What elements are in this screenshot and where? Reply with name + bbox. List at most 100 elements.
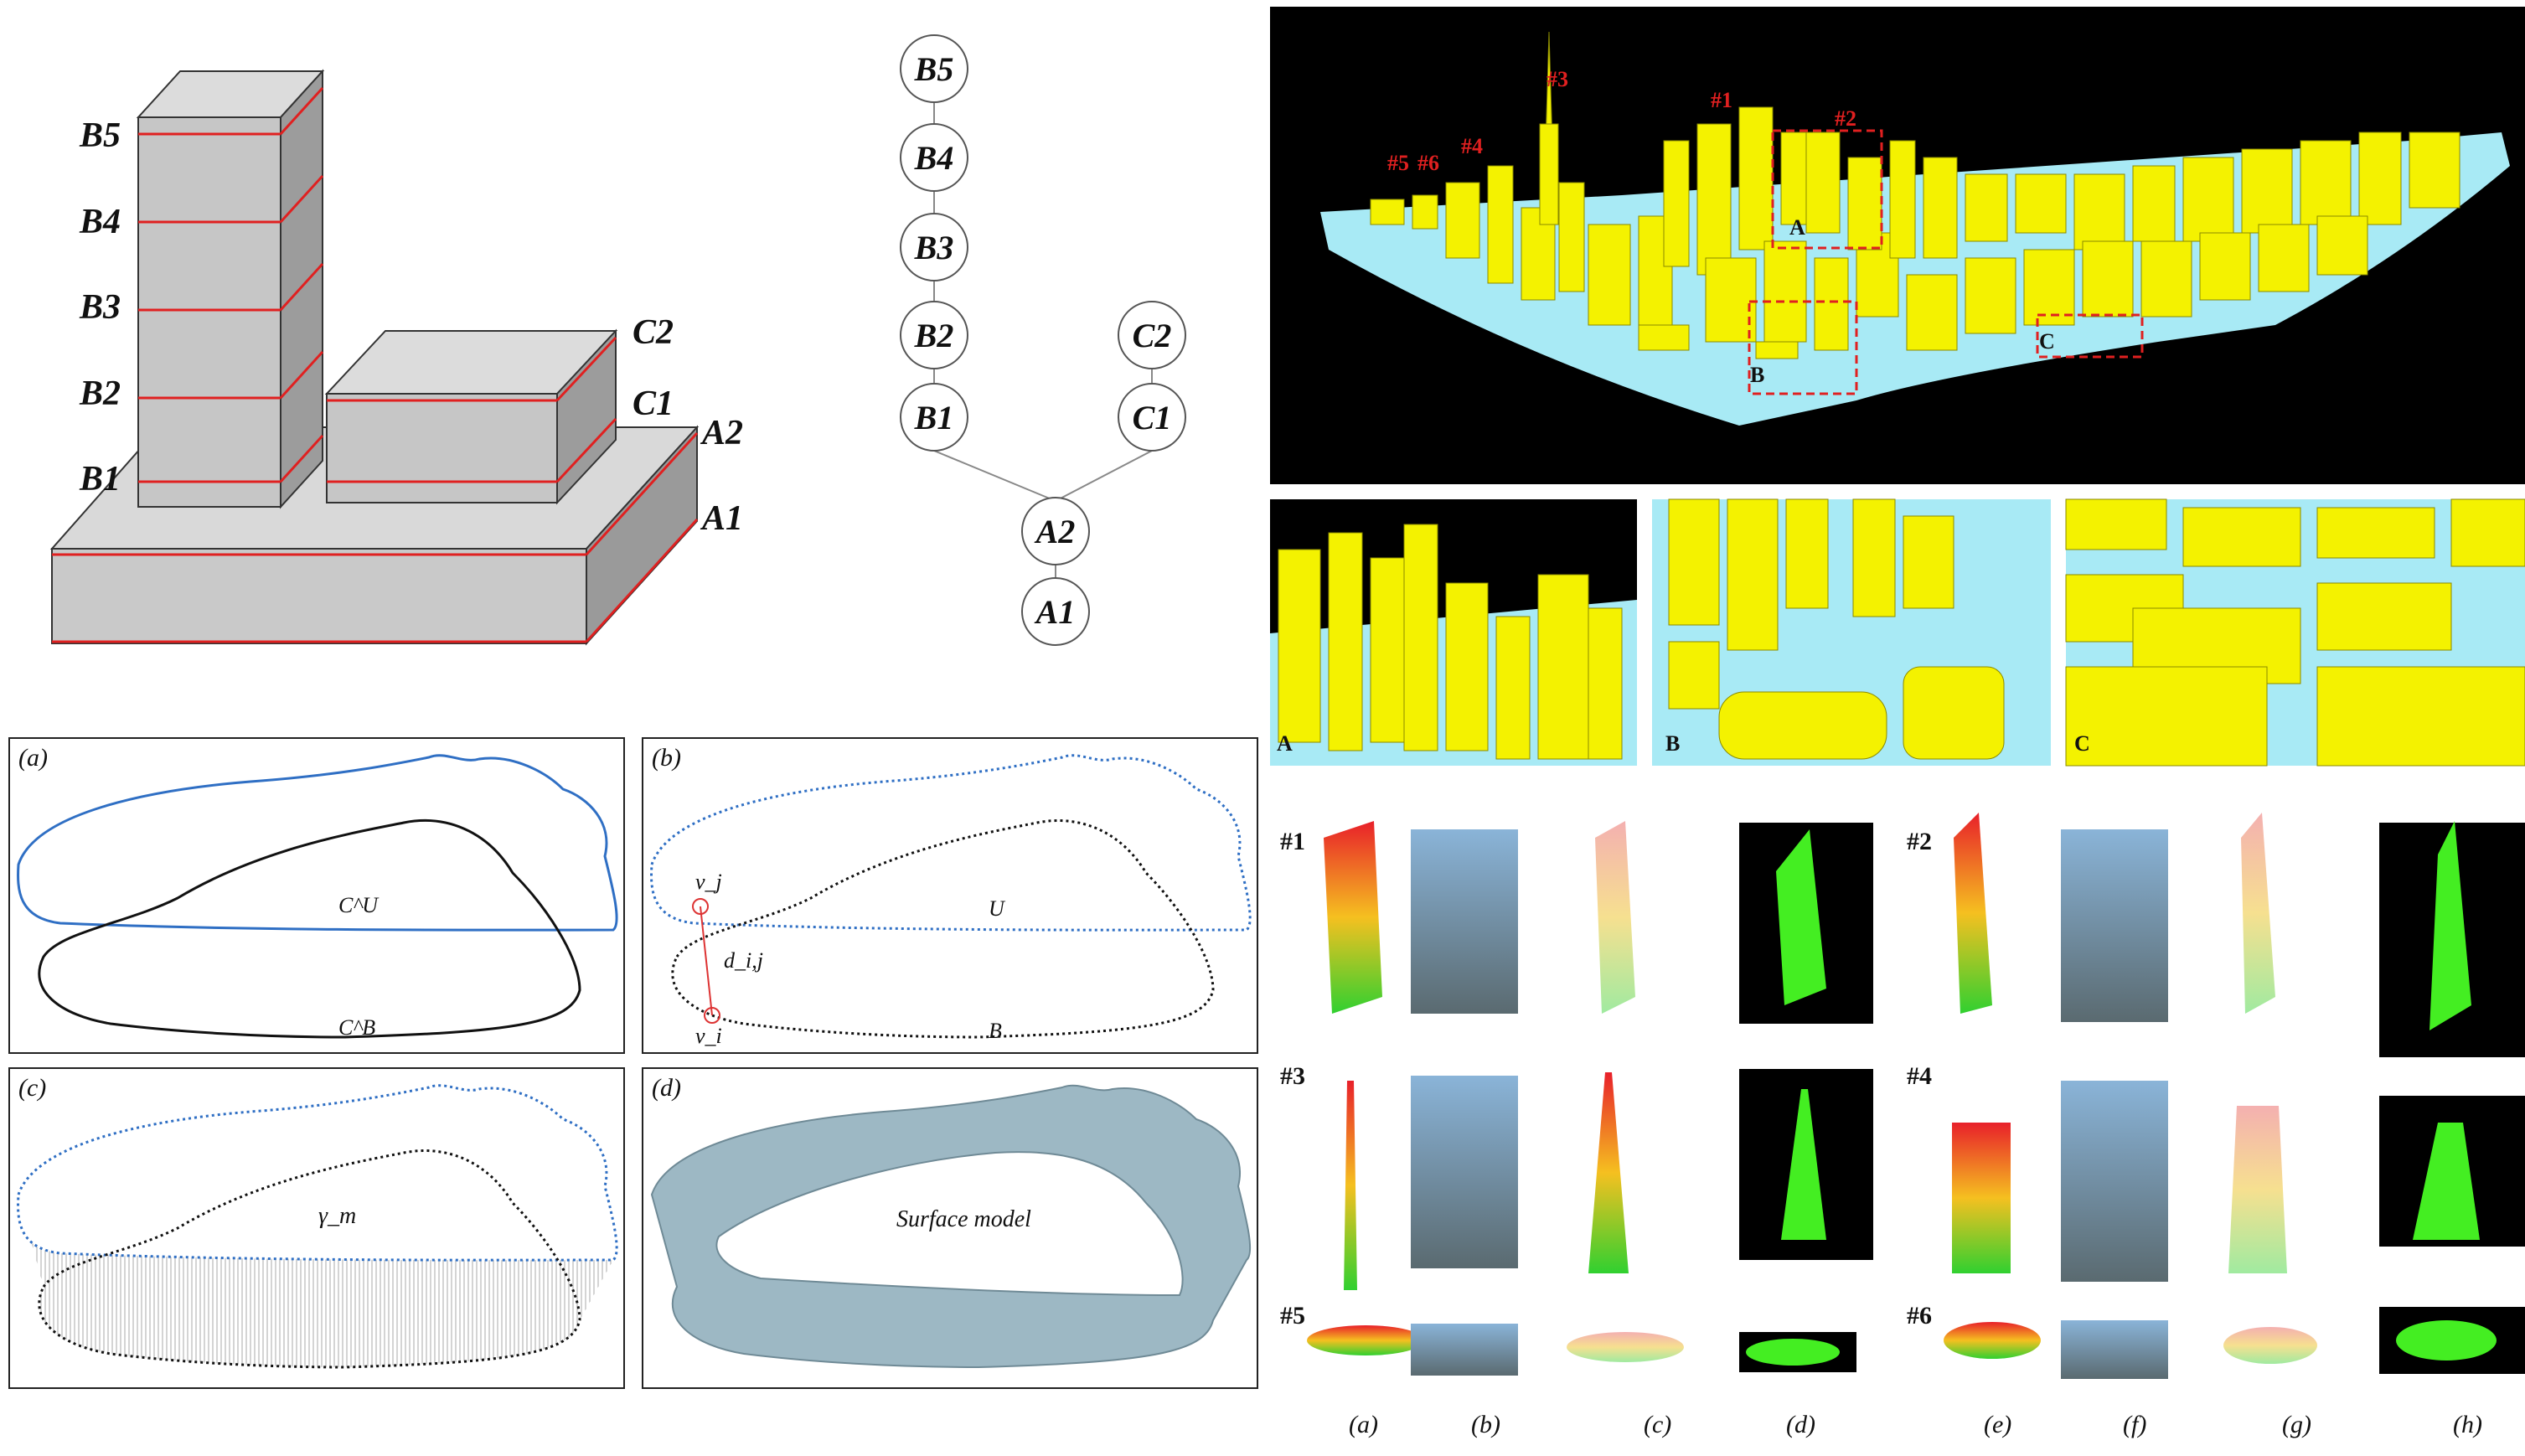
tree-label-b5: B5 [914,50,954,88]
photo-1 [1411,829,1518,1014]
results-gallery-svg [1307,813,2525,1379]
region-box-c [2036,313,2144,359]
contour-upper [17,754,618,932]
col-label-b: (b) [1471,1411,1500,1438]
photo-5 [1411,1324,1518,1376]
zoom-inset-c: C [2065,498,2525,767]
floor-line-a1-side [585,518,699,643]
tower-b-front [137,116,281,508]
label-b: B [989,1019,1002,1043]
col-label-f: (f) [2123,1411,2147,1438]
tree-label-b3: B3 [914,229,954,266]
gallery-tag-6: #6 [1907,1302,1932,1330]
colored-mesh-5 [1567,1332,1684,1362]
topology-tree: B5 B4 B3 B2 B1 C2 C1 A2 A1 [900,34,1186,646]
panel-c: (c) γ_m [8,1067,625,1389]
col-label-h: (h) [2453,1411,2482,1438]
pointcloud-2 [1954,813,1992,1014]
gallery-tag-4: #4 [1907,1062,1932,1090]
panel-d-tag: (d) [652,1074,681,1102]
surface-hole [715,1151,1184,1297]
block-c-side [556,328,617,505]
pointcloud-4 [1952,1123,2011,1273]
city-scene: #3 #1 #2 #4 #5 #6 A B C [1270,7,2525,484]
panel-c-svg [17,1084,618,1369]
tree-node-c1 [1118,383,1186,452]
tree-label-b2: B2 [914,317,954,354]
marker-6: #6 [1417,151,1439,175]
floor-line-c2-side [555,336,617,402]
contour-lower-dotted [671,819,1215,1039]
zoom-inset-b-svg: B [1652,498,2051,766]
contour-upper-dotted [650,754,1252,932]
green-model-2 [2429,821,2471,1030]
region-box-a [1771,129,1883,250]
tower-b-floor-lines [138,86,324,483]
label-dij: d_i,j [724,948,763,973]
contour-lower [38,819,581,1039]
tree-label-b1: B1 [914,399,954,436]
tree-node-b3 [900,213,968,281]
pointcloud-5 [1307,1325,1424,1355]
green-model-1 [1776,829,1826,1005]
label-c2: C2 [633,313,674,352]
label-surface-model: Surface model [896,1206,1031,1232]
label-gamma: γ_m [318,1203,357,1229]
colored-mesh-2 [2241,813,2275,1014]
label-b4: B4 [79,203,121,241]
label-b1: B1 [79,460,121,498]
tree-label-a1: A1 [1034,593,1076,631]
tree-node-b2 [900,301,968,369]
colored-mesh-3 [1588,1072,1629,1273]
gallery-tag-3: #3 [1280,1062,1305,1090]
colored-mesh-1 [1595,821,1635,1014]
vertex-vi [704,1007,720,1024]
tree-label-b4: B4 [914,139,954,177]
label-a1: A1 [700,499,743,538]
green-model-6 [2396,1320,2497,1360]
col-label-e: (e) [1984,1411,2012,1438]
panel-a: (a) C^U C^B [8,737,625,1054]
photo-3 [1411,1076,1518,1268]
zoom-inset-c-svg: C [2065,498,2525,767]
tree-node-b5 [900,34,968,103]
pointcloud-1 [1324,821,1382,1014]
marker-3: #3 [1546,67,1568,91]
building-cluster [1370,31,2460,359]
col-label-a: (a) [1349,1411,1378,1438]
label-b5: B5 [79,116,121,155]
label-cb: C^B [338,1015,376,1040]
contour-upper-mesh [17,1084,618,1262]
floor-line-a2-side [585,431,699,556]
results-gallery: #1 #2 #3 #4 #5 #6 (a) (b) (c) (d) (e) (f… [1273,804,2525,1452]
marker-5: #5 [1387,151,1409,175]
col-label-d: (d) [1786,1411,1815,1438]
panel-a-tag: (a) [18,744,48,772]
panel-c-tag: (c) [18,1074,47,1102]
marker-1: #1 [1711,88,1732,112]
inset-label-a: A [1277,731,1293,756]
region-label-c: C [2039,329,2055,354]
label-vi: v_i [695,1024,722,1048]
panel-a-svg [17,754,618,1039]
vertex-vj [692,898,709,915]
marker-2: #2 [1835,106,1856,131]
tower-b-side [280,69,323,509]
green-model-5 [1746,1339,1840,1366]
label-b2: B2 [79,374,121,413]
tree-node-b4 [900,123,968,192]
tree-node-b1 [900,383,968,452]
region-box-b [1748,300,1858,395]
contour-lower-mesh [38,1149,581,1369]
tree-node-a1 [1021,577,1090,646]
inset-label-c: C [2074,731,2090,756]
label-cu: C^U [338,893,379,917]
building-block-diagram: B5 B4 B3 B2 B1 C2 C1 A2 A1 [49,69,743,646]
tree-node-a2 [1021,497,1090,565]
pointcloud-3 [1344,1081,1357,1290]
green-model-3 [1781,1089,1826,1240]
gallery-tag-2: #2 [1907,828,1932,855]
marker-4: #4 [1461,134,1483,158]
panel-b-svg [650,754,1252,1039]
gallery-tag-5: #5 [1280,1302,1305,1330]
